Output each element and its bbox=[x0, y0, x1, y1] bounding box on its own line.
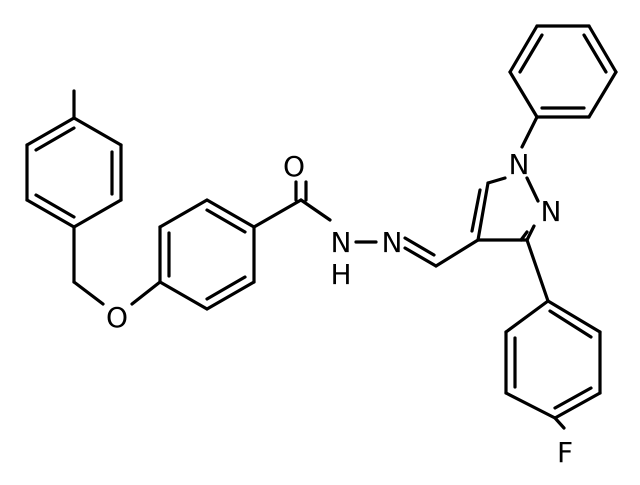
atom-labels: O N H N N N O F bbox=[106, 148, 573, 469]
imine-nitrogen-label: N bbox=[382, 226, 403, 259]
bond-lines bbox=[25, 24, 618, 430]
ether-oxygen-label: O bbox=[106, 301, 128, 334]
pyrazole-n2-label: N bbox=[541, 195, 562, 228]
fluorine-label: F bbox=[557, 436, 573, 469]
amide-nitrogen-label: N bbox=[331, 226, 352, 259]
pyrazole-n1-label: N bbox=[509, 148, 530, 181]
amide-hydrogen-label: H bbox=[330, 258, 351, 291]
carbonyl-oxygen-label: O bbox=[283, 150, 305, 183]
